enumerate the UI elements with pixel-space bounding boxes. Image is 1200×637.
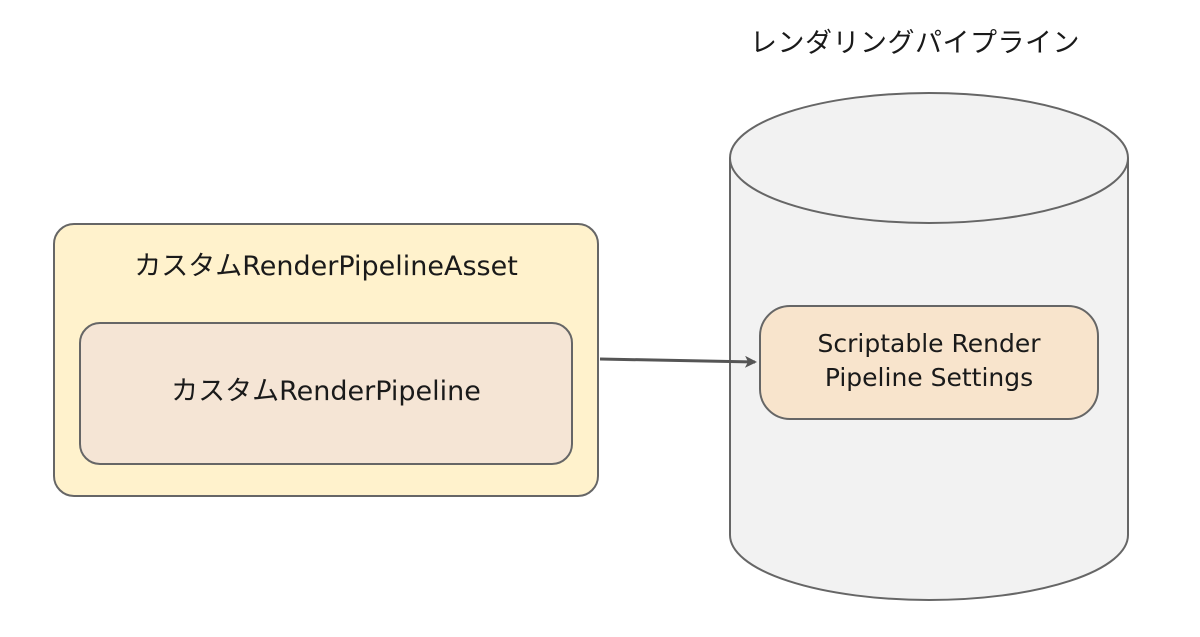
settings-label-line2: Pipeline Settings: [824, 363, 1034, 392]
pipeline-box: [79, 322, 573, 465]
cylinder-top: [729, 92, 1129, 224]
settings-label-line1: Scriptable Render: [817, 329, 1041, 358]
connector-arrow: [599, 355, 757, 368]
asset-title: カスタムRenderPipelineAsset: [134, 251, 518, 282]
settings-label: Scriptable Render Pipeline Settings: [762, 327, 1096, 395]
settings-box: [759, 305, 1099, 420]
pipeline-title: レンダリングパイプライン: [750, 28, 1080, 59]
custom-pipeline-label: カスタムRenderPipeline: [171, 376, 481, 407]
